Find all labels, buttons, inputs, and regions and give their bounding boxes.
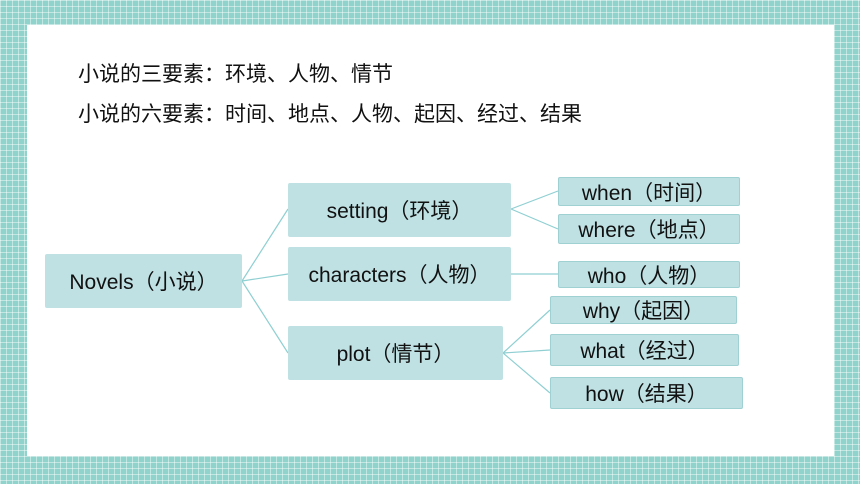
leaf-node-why: why（起因）	[550, 296, 737, 324]
three-elements-heading: 小说的三要素：环境、人物、情节	[78, 62, 393, 86]
leaf-node-how: how（结果）	[550, 377, 743, 409]
six-elements-heading: 小说的六要素：时间、地点、人物、起因、经过、结果	[78, 102, 582, 126]
leaf-node-label: who（人物）	[587, 264, 711, 288]
connector-root-plot	[241, 280, 289, 354]
connector-plot-how	[502, 352, 551, 394]
branch-node-label: characters（人物）	[308, 264, 491, 287]
leaf-node-where: where（地点）	[558, 214, 740, 244]
leaf-node-label: how（结果）	[585, 383, 708, 406]
leaf-node-who: who（人物）	[558, 261, 740, 288]
connector-plot-what	[502, 349, 551, 354]
leaf-node-when: when（时间）	[558, 177, 740, 206]
branch-node-label: setting（环境）	[326, 200, 473, 223]
leaf-node-what: what（经过）	[550, 334, 739, 366]
connector-setting-when	[510, 190, 559, 210]
leaf-node-label: where（地点）	[578, 219, 720, 242]
connector-root-setting	[241, 208, 289, 282]
connector-root-characters	[241, 273, 289, 282]
connector-plot-why	[502, 309, 551, 354]
leaf-node-label: what（经过）	[580, 340, 709, 363]
leaf-node-label: when（时间）	[581, 181, 717, 205]
branch-node-characters: characters（人物）	[288, 247, 511, 301]
branch-node-setting: setting（环境）	[288, 183, 511, 237]
branch-node-plot: plot（情节）	[288, 326, 503, 380]
root-node-label: Novels（小说）	[69, 271, 218, 294]
leaf-node-label: why（起因）	[582, 300, 705, 323]
root-node-novels: Novels（小说）	[45, 254, 242, 308]
branch-node-label: plot（情节）	[336, 343, 455, 366]
connector-setting-where	[510, 208, 559, 230]
